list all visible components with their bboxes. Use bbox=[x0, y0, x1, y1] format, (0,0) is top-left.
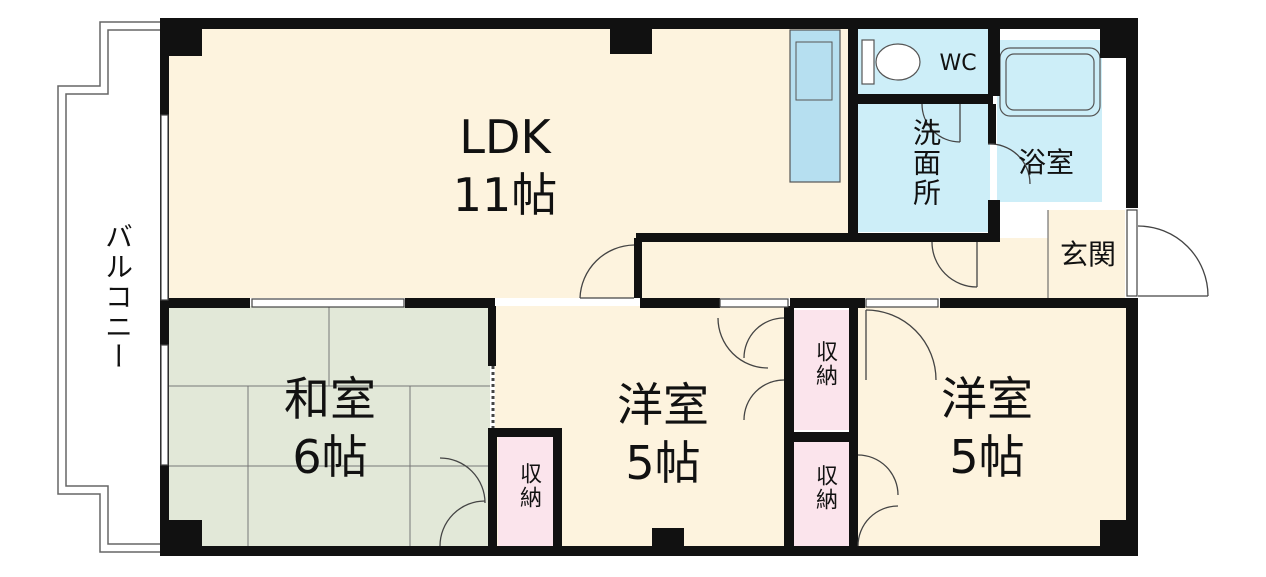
balcony-label: バルコニー bbox=[101, 222, 134, 372]
storage-a-floor bbox=[498, 437, 553, 546]
tatami-lines bbox=[168, 306, 490, 546]
storage-c-floor bbox=[794, 442, 849, 546]
storage-b-floor bbox=[794, 310, 849, 430]
kitchen-sink bbox=[795, 41, 833, 101]
senmenjo-label: 洗面所 bbox=[909, 118, 942, 208]
yokushitsu-label: 浴室 bbox=[1017, 146, 1074, 179]
storage-a-label: 収納 bbox=[516, 462, 541, 510]
genkan-label: 玄関 bbox=[1059, 238, 1116, 271]
yoshitsu2-label: 洋室 bbox=[941, 372, 1033, 426]
ldk-size: 11帖 bbox=[452, 168, 558, 222]
toilet-fixture bbox=[861, 39, 921, 85]
yoshitsu1-label: 洋室 bbox=[617, 378, 709, 432]
yoshitsu2-size: 5帖 bbox=[949, 430, 1025, 484]
hallway-floor bbox=[640, 238, 1125, 298]
washitsu-label: 和室 bbox=[284, 372, 376, 426]
ldk-label: LDK bbox=[459, 110, 551, 164]
storage-c-label: 収納 bbox=[812, 464, 837, 512]
balcony bbox=[57, 21, 160, 553]
senmenjo-floor bbox=[857, 104, 990, 232]
storage-b-label: 収納 bbox=[812, 340, 837, 388]
washitsu-size: 6帖 bbox=[292, 430, 368, 484]
yoshitsu2-floor bbox=[857, 306, 1128, 546]
wc-label: WC bbox=[939, 51, 977, 76]
yoshitsu1-size: 5帖 bbox=[625, 436, 701, 490]
genkan-floor bbox=[1048, 210, 1125, 298]
yokushitsu-floor bbox=[997, 40, 1102, 202]
windows bbox=[160, 114, 1138, 466]
door-swings bbox=[439, 103, 1209, 547]
